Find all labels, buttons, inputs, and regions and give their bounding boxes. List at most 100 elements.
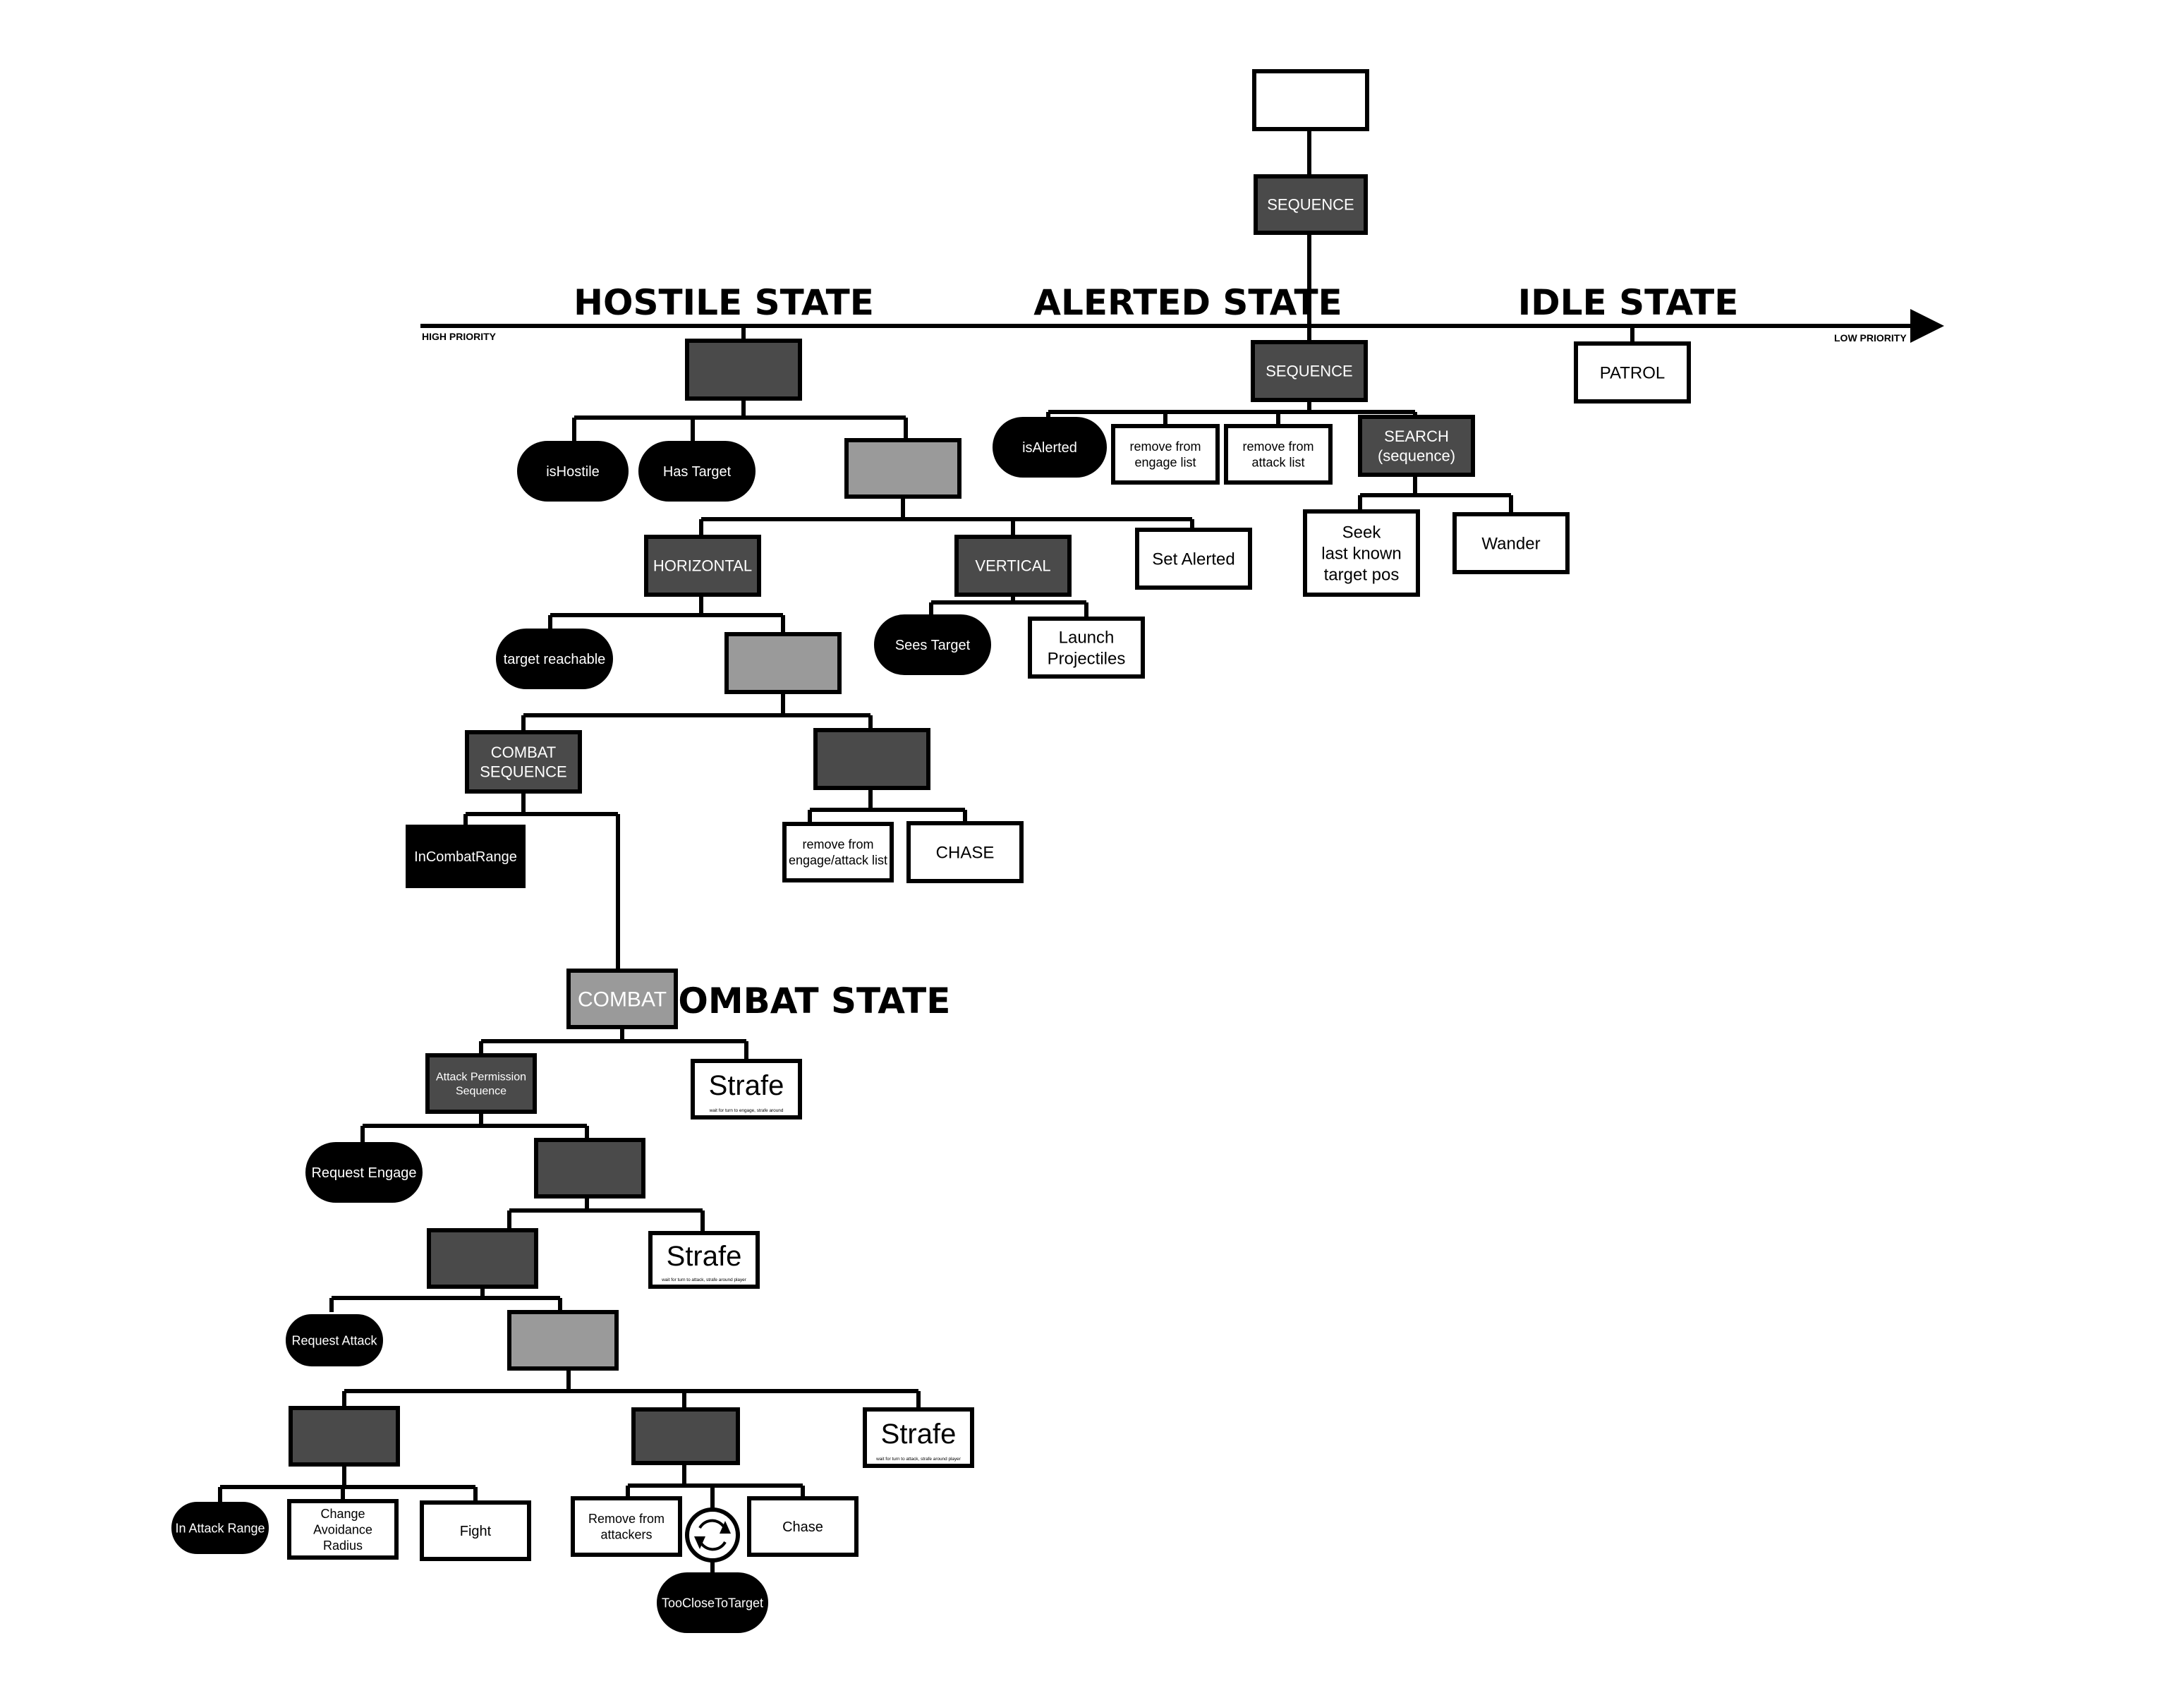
node-request-engage-label: Request Engage <box>311 1165 416 1181</box>
node-combat-shape <box>566 969 678 1029</box>
node-attack-selector <box>507 1310 619 1371</box>
node-chase-sequence <box>813 728 930 790</box>
node-fight-sequence-shape <box>289 1406 400 1467</box>
node-hostile-selector <box>685 339 802 401</box>
node-vertical: VERTICAL <box>954 535 1072 597</box>
node-request-attack-label: Request Attack <box>291 1333 377 1347</box>
node-direction-selector-shape <box>844 438 961 499</box>
node-root-sequence-label: SEQUENCE <box>1267 196 1354 214</box>
node-chase-2-label: Chase <box>782 1519 823 1535</box>
node-chase-2-shape <box>747 1496 859 1557</box>
node-fight-shape <box>420 1500 531 1561</box>
node-too-close: TooCloseToTarget <box>657 1572 768 1633</box>
node-request-attack: Request Attack <box>286 1314 383 1366</box>
node-direction-selector <box>844 438 961 499</box>
node-chase-2: Chase <box>747 1496 859 1557</box>
node-is-hostile-shape <box>517 441 629 502</box>
node-reach-selector <box>724 632 842 694</box>
node-engage-selector <box>534 1138 645 1199</box>
node-alerted-sequence: SEQUENCE <box>1251 340 1368 402</box>
node-horizontal-label: HORIZONTAL <box>653 557 752 575</box>
node-wander-shape <box>1452 512 1570 574</box>
node-is-hostile-label: isHostile <box>546 464 600 480</box>
node-remove-engage-attack-shape <box>782 822 894 882</box>
priority-arrow-head <box>1910 309 1944 343</box>
node-request-attack-shape <box>286 1314 383 1366</box>
node-target-reachable: target reachable <box>496 629 613 689</box>
node-set-alerted-label: Set Alerted <box>1152 550 1234 569</box>
node-patrol: PATROL <box>1574 341 1691 403</box>
node-has-target-label: Has Target <box>663 464 732 480</box>
node-root-shape <box>1252 69 1369 131</box>
node-set-alerted: Set Alerted <box>1135 528 1252 590</box>
node-root-sequence: SEQUENCE <box>1254 174 1368 235</box>
node-fight-sequence <box>289 1406 400 1467</box>
node-in-combat-range-shape <box>406 825 526 888</box>
node-is-alerted-label: isAlerted <box>1022 440 1077 456</box>
node-wander: Wander <box>1452 512 1570 574</box>
node-strafe-2-label: Strafe <box>667 1241 742 1272</box>
node-combat-sequence-shape <box>465 730 582 794</box>
node-retreat-sequence-shape <box>631 1407 740 1465</box>
node-search-shape <box>1358 415 1475 477</box>
node-engage-selector-shape <box>534 1138 645 1199</box>
node-chase-label: CHASE <box>936 843 995 862</box>
node-patrol-shape <box>1574 341 1691 403</box>
node-chase: CHASE <box>906 821 1024 883</box>
node-too-close-label: TooCloseToTarget <box>662 1596 763 1610</box>
node-seek-shape <box>1303 509 1420 597</box>
node-attack-permission-shape <box>425 1053 537 1114</box>
node-vertical-shape <box>954 535 1072 597</box>
node-in-combat-range: InCombatRange <box>406 825 526 888</box>
node-retreat-sequence <box>631 1407 740 1465</box>
node-fight: Fight <box>420 1500 531 1561</box>
node-sees-target-shape <box>874 614 991 675</box>
node-launch-projectiles-shape <box>1028 617 1145 679</box>
node-horizontal-shape <box>644 535 761 597</box>
node-alerted-sequence-shape <box>1251 340 1368 402</box>
node-remove-attack-list-shape <box>1224 424 1333 485</box>
idle-state-heading: IDLE STATE <box>1518 282 1739 323</box>
alerted-state-heading: ALERTED STATE <box>1033 282 1342 323</box>
node-strafe-1-shape <box>691 1059 802 1119</box>
node-has-target-shape <box>638 441 756 502</box>
high-priority-label: HIGH PRIORITY <box>422 331 497 342</box>
node-change-avoidance-shape <box>287 1499 399 1560</box>
node-remove-attackers-shape <box>571 1496 682 1557</box>
node-root-sequence-shape <box>1254 174 1368 235</box>
node-request-engage: Request Engage <box>305 1142 423 1203</box>
node-fight-label: Fight <box>460 1524 492 1539</box>
node-search: SEARCH(sequence) <box>1358 415 1475 477</box>
repeat-icon <box>685 1507 740 1562</box>
node-request-engage-shape <box>305 1142 423 1203</box>
node-has-target: Has Target <box>638 441 756 502</box>
node-in-attack-range-label: In Attack Range <box>175 1521 265 1535</box>
node-strafe-3-note: wait for turn to attack, strafe around p… <box>875 1457 961 1462</box>
node-wander-label: Wander <box>1481 534 1540 553</box>
node-is-hostile: isHostile <box>517 441 629 502</box>
node-attack-sequence-shape <box>427 1228 538 1289</box>
node-in-attack-range: In Attack Range <box>171 1502 269 1554</box>
node-combat: COMBAT <box>566 969 678 1029</box>
node-search-label: SEARCH(sequence) <box>1378 427 1455 465</box>
node-horizontal: HORIZONTAL <box>644 535 761 597</box>
node-strafe-2-note: wait for turn to attack, strafe around p… <box>661 1278 747 1282</box>
